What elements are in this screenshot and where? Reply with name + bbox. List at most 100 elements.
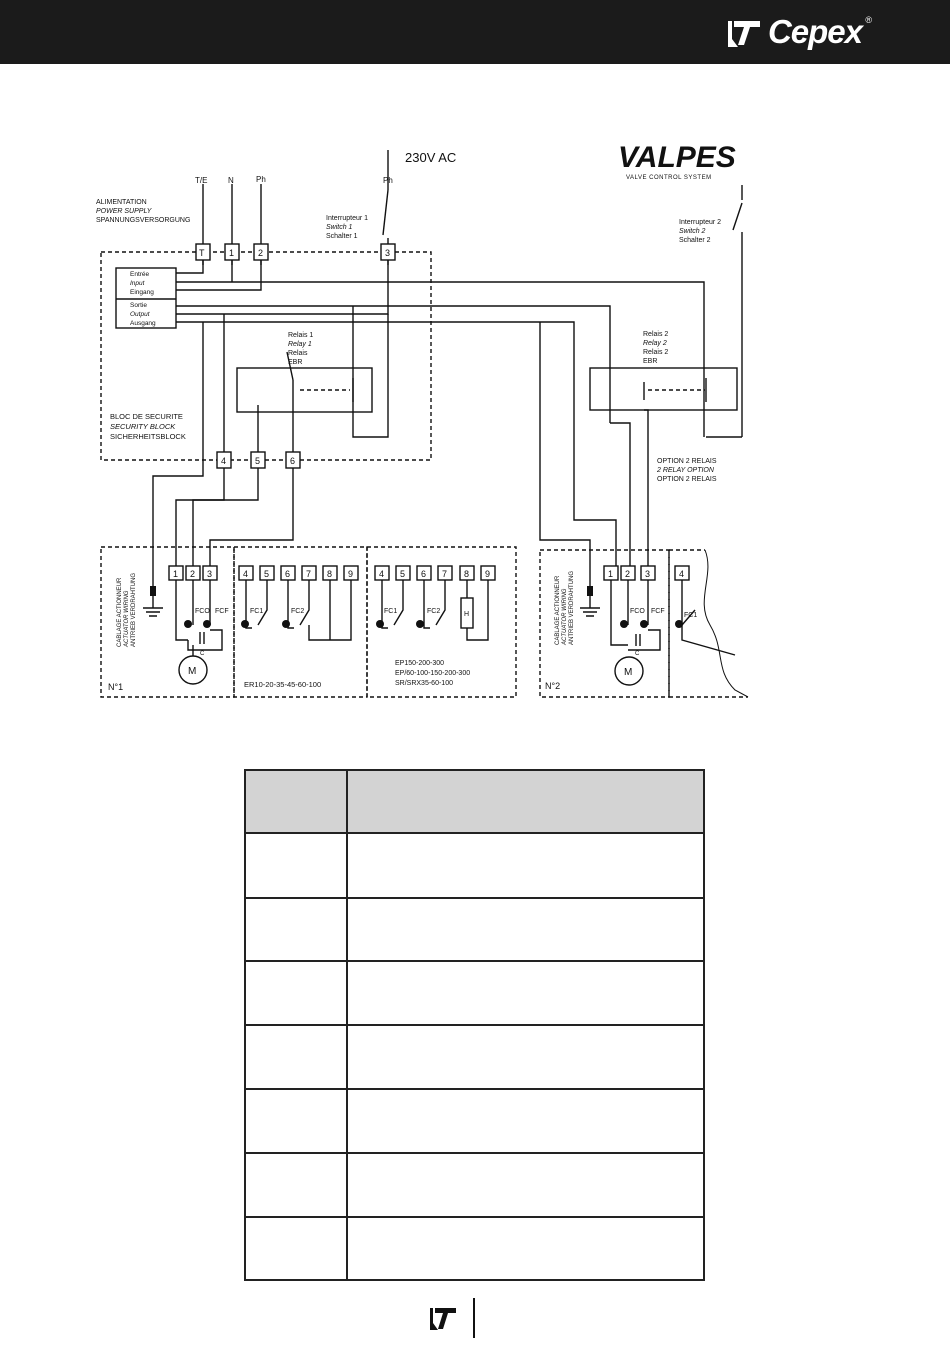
ep-terminal-6: 6 [421, 569, 426, 579]
er-fc2: FC2 [291, 608, 304, 615]
table-row-divider [246, 1216, 703, 1218]
er-terminal-7: 7 [306, 569, 311, 579]
valpes-tagline: VALVE CONTROL SYSTEM [626, 175, 712, 181]
actuator2-wiring-en: ACTUATOR WIRING [562, 588, 568, 646]
brand-logo: Cepex ® [724, 13, 872, 51]
er-group-box [233, 546, 368, 698]
actuator1-wiring-fr: CABLAGE ACTIONNEUR [117, 577, 123, 647]
actuator1-wiring-en: ACTUATOR WIRING [124, 590, 130, 648]
ep-group-box [366, 546, 517, 698]
a1-fcf: FCF [215, 608, 229, 615]
ep-fc2: FC2 [427, 608, 440, 615]
ep-fc1: FC1 [384, 608, 397, 615]
ep-models-1: EP150-200-300 [395, 660, 444, 667]
actuator1-box [100, 546, 235, 698]
a2-fcf: FCF [651, 608, 665, 615]
switch2-fr: Interrupteur 2 [679, 219, 721, 226]
actuator2-wiring-de: ANTRIEB VERDRAHTUNG [569, 571, 575, 645]
actuator2-box [539, 549, 670, 698]
brand-name: Cepex [767, 13, 863, 50]
switch1-fr: Interrupteur 1 [326, 215, 368, 222]
a1-terminal-1: 1 [173, 569, 178, 579]
relay2-ebr: EBR [643, 358, 657, 365]
table-row-divider [246, 960, 703, 962]
a1-terminal-3: 3 [207, 569, 212, 579]
switch2-en: Switch 2 [679, 228, 706, 235]
ep-terminal-4: 4 [379, 569, 384, 579]
table-row-divider [246, 1088, 703, 1090]
header-bar: Cepex ® [0, 0, 950, 64]
security-block-de: SICHERHEITSBLOCK [110, 432, 186, 441]
relay1-en: Relay 1 [288, 341, 312, 348]
output-fr: Sortie [130, 302, 147, 309]
a2-terminal-1: 1 [608, 569, 613, 579]
terminal-4: 4 [221, 456, 226, 466]
n-label: N [228, 176, 234, 185]
switch2-de: Schalter 2 [679, 237, 711, 244]
option2-en: 2 RELAY OPTION [656, 467, 715, 474]
a1-fco: FCO [195, 608, 210, 615]
actuator2-wiring-fr: CABLAGE ACTIONNEUR [555, 575, 561, 645]
terminal-6: 6 [290, 456, 295, 466]
switch1-en: Switch 1 [326, 224, 353, 231]
terminal-2: 2 [258, 248, 263, 258]
relay2-fr: Relais 2 [643, 331, 668, 338]
ph-label: Ph [256, 175, 266, 184]
er-models: ER10-20-35-45-60-100 [244, 680, 321, 689]
a2-number: N°2 [545, 681, 560, 691]
er-fc1: FC1 [250, 608, 263, 615]
table-row-divider [246, 1152, 703, 1154]
ph-switch-label: Ph [383, 176, 393, 185]
er-terminal-4: 4 [243, 569, 248, 579]
er-terminal-9: 9 [348, 569, 353, 579]
security-block-en: SECURITY BLOCK [110, 422, 176, 431]
a2-motor: M [624, 667, 632, 678]
actuator1-wiring-de: ANTRIEB VERDRAHTUNG [131, 573, 137, 647]
output-de: Ausgang [130, 320, 156, 327]
footer-divider [473, 1298, 475, 1338]
switch1-de: Schalter 1 [326, 233, 358, 240]
security-block-fr: BLOC DE SECURITE [110, 412, 183, 421]
footer-logo-icon [430, 1308, 456, 1330]
ep-terminal-8: 8 [464, 569, 469, 579]
power-supply-en: POWER SUPPLY [96, 208, 153, 215]
relay2-de: Relais 2 [643, 349, 668, 356]
terminal-3: 3 [385, 248, 390, 258]
er-terminal-5: 5 [264, 569, 269, 579]
ep-terminal-9: 9 [485, 569, 490, 579]
table-header [246, 771, 703, 834]
relay1-de: Relais [288, 350, 308, 357]
relay1-ebr: EBR [288, 359, 302, 366]
registered-mark: ® [865, 15, 872, 25]
table-row-divider [246, 897, 703, 899]
a1-number: N°1 [108, 682, 123, 692]
input-en: Input [130, 280, 146, 287]
ep-terminal-5: 5 [400, 569, 405, 579]
power-supply-de: SPANNUNGSVERSORGUNG [96, 217, 190, 224]
cepex-logo-icon [727, 21, 760, 47]
valpes-logo: VALPES [618, 141, 736, 174]
ep-heater: H [464, 611, 469, 618]
er-terminal-8: 8 [327, 569, 332, 579]
ep-models-3: SR/SRX35-60-100 [395, 680, 453, 687]
option2-de: OPTION 2 RELAIS [657, 476, 717, 483]
a2-fc1: FC1 [684, 612, 697, 619]
a1-capacitor: C [200, 651, 205, 657]
relay1-fr: Relais 1 [288, 332, 313, 339]
er-terminal-6: 6 [285, 569, 290, 579]
a2-terminal-2: 2 [625, 569, 630, 579]
terminal-5: 5 [255, 456, 260, 466]
a1-terminal-2: 2 [190, 569, 195, 579]
te-label: T/E [195, 176, 207, 185]
ep-models-2: EP/60-100-150-200-300 [395, 670, 470, 677]
power-supply-fr: ALIMENTATION [96, 199, 147, 206]
terminal-t: T [199, 248, 205, 258]
wiring-diagram: 230V AC VALPES VALVE CONTROL SYSTEM T/E … [96, 141, 749, 698]
terminal-1: 1 [229, 248, 234, 258]
a1-motor: M [188, 666, 196, 677]
a2-terminal-3: 3 [645, 569, 650, 579]
ep-terminal-7: 7 [442, 569, 447, 579]
output-en: Output [130, 311, 151, 318]
a2-capacitor: C [635, 651, 640, 657]
option2-fr: OPTION 2 RELAIS [657, 458, 717, 465]
